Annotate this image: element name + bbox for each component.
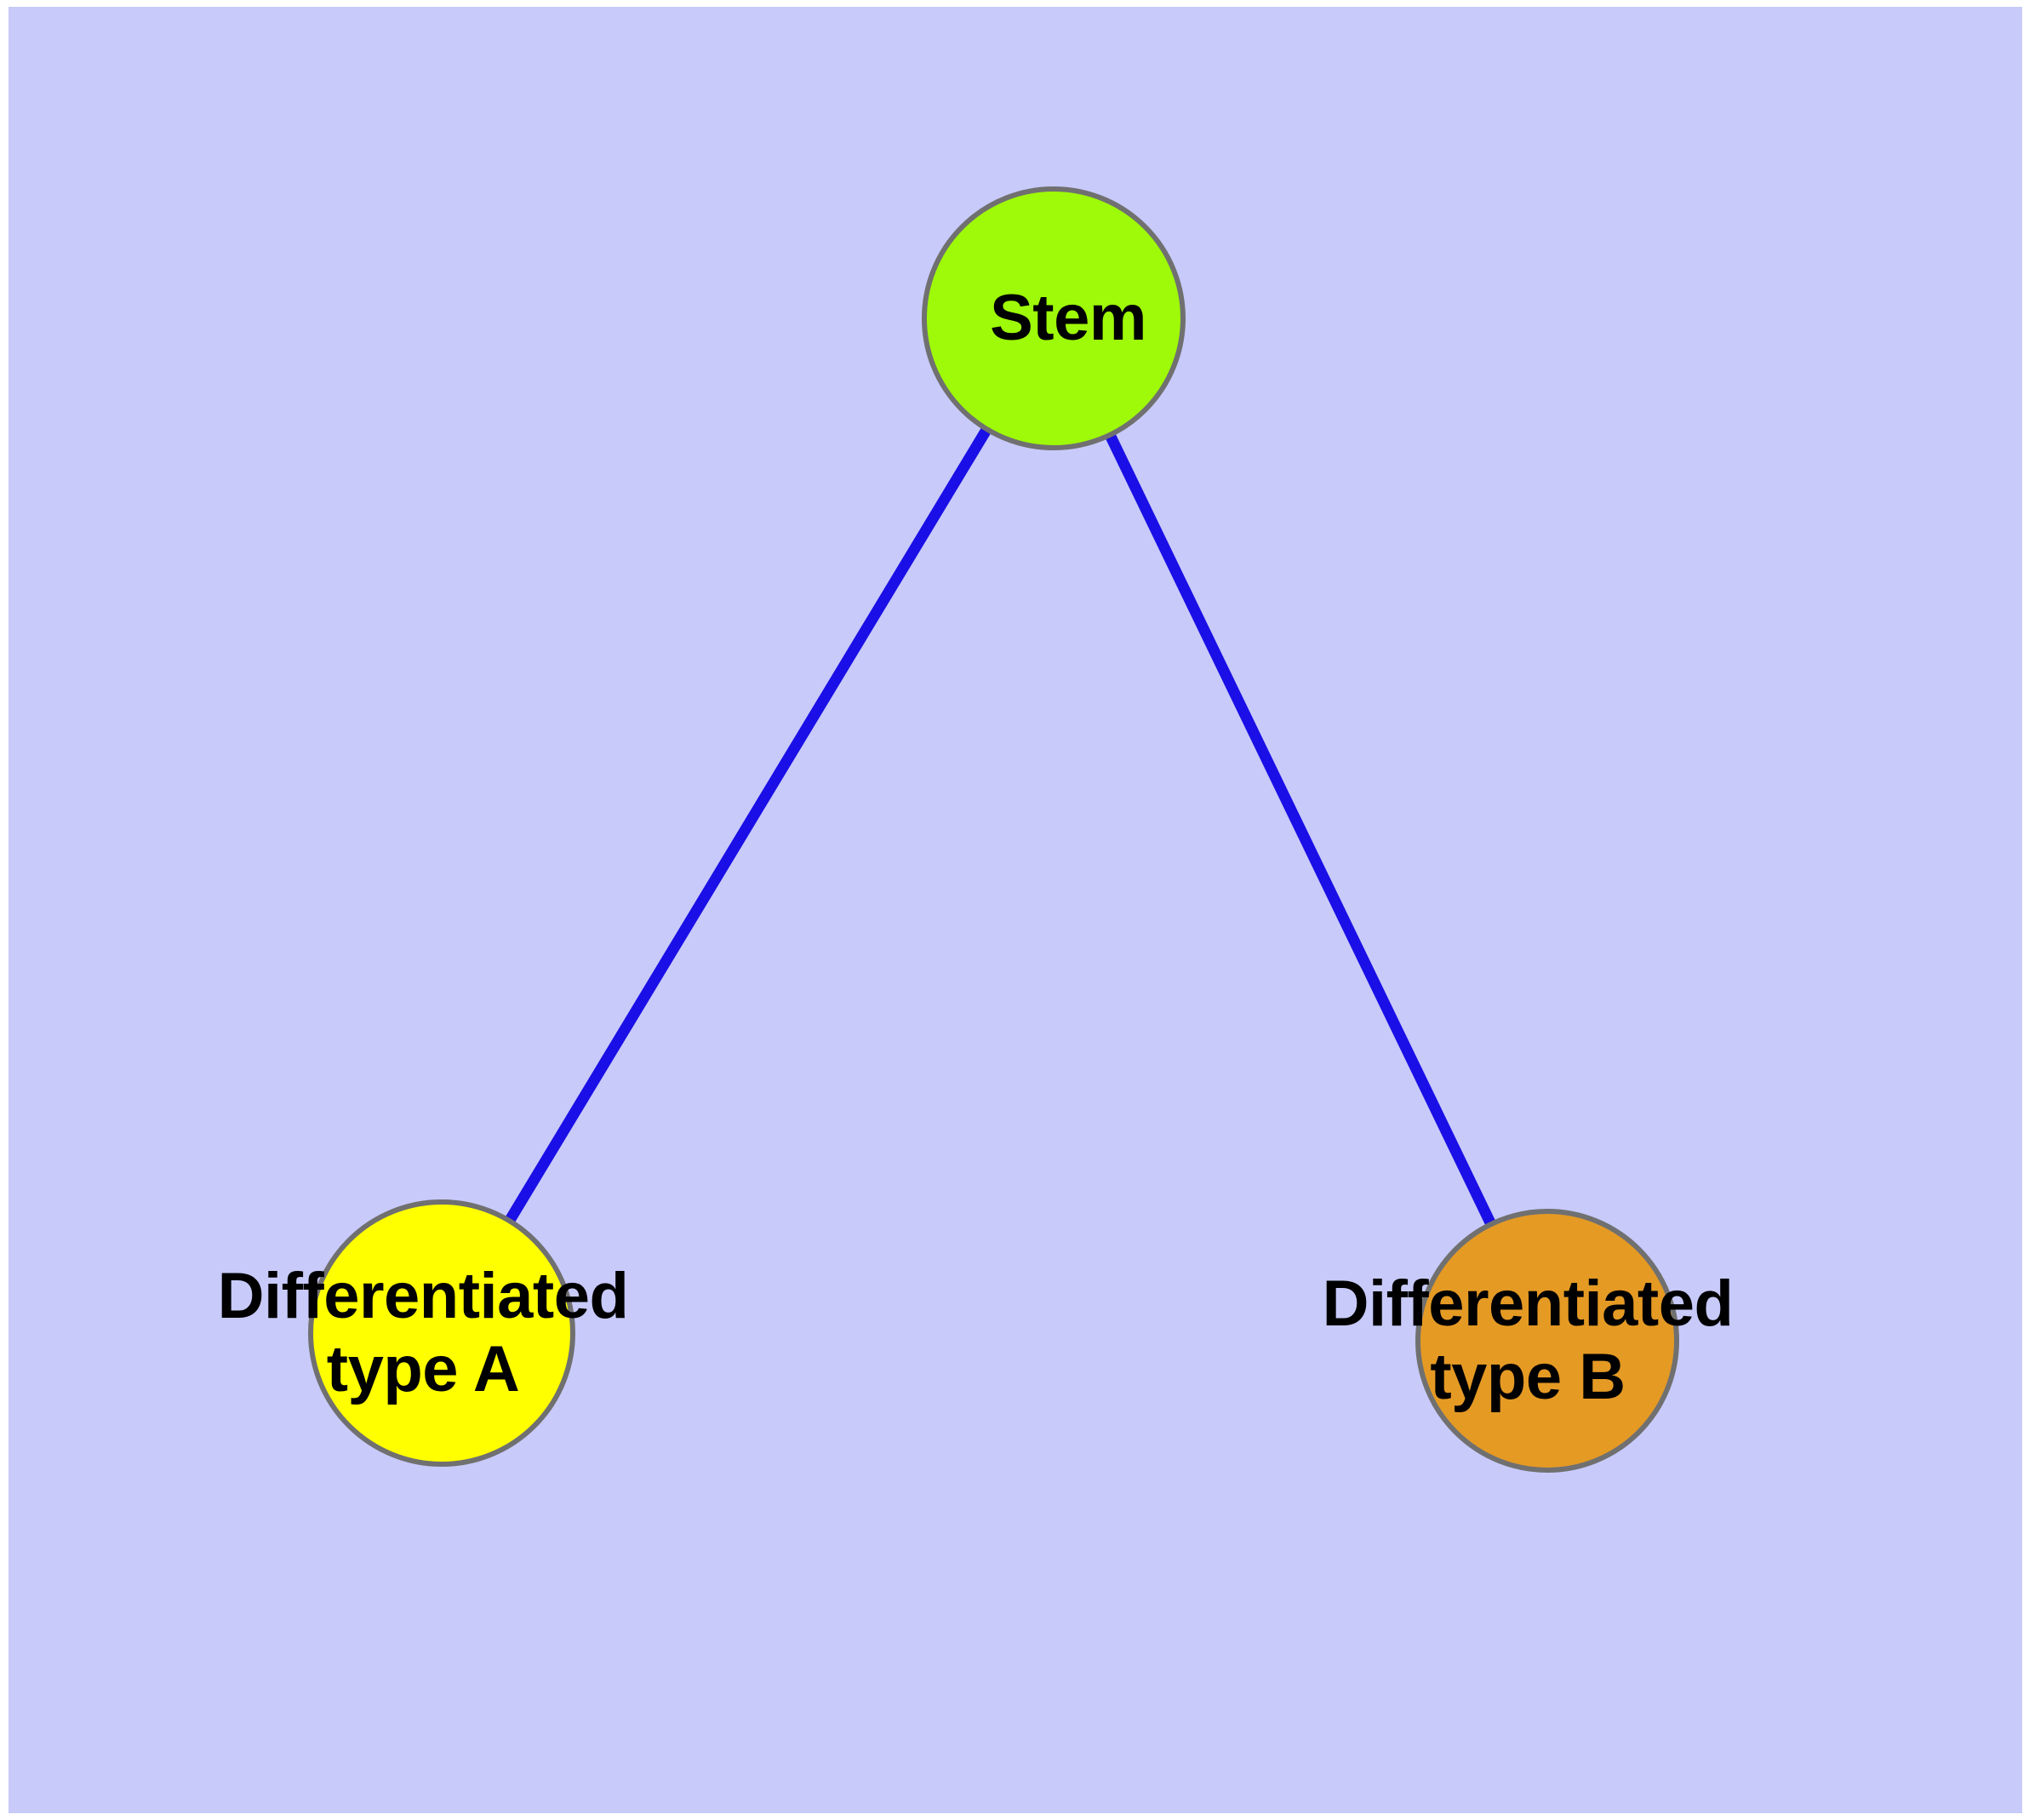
edge-stem-to-differentiated-type-b[interactable] (1049, 316, 1552, 1343)
node-label-differentiated-type-b: Differentiated type B (1323, 1268, 1734, 1414)
edge-layer (437, 315, 1552, 1343)
node-label-a-line1: Differentiated (217, 1260, 629, 1332)
edge-stem-to-differentiated-type-a[interactable] (437, 315, 1059, 1336)
node-stem[interactable] (922, 186, 1186, 450)
node-layer (308, 186, 1679, 1473)
node-label-stem-line1: Stem (990, 282, 1146, 354)
node-label-a-line2: type A (326, 1333, 520, 1405)
node-label-stem: Stem (990, 282, 1146, 355)
node-label-b-line2: type B (1430, 1341, 1626, 1413)
node-label-b-line1: Differentiated (1322, 1268, 1734, 1340)
node-differentiated-type-a[interactable] (308, 1199, 575, 1467)
node-label-differentiated-type-a: Differentiated type A (218, 1260, 629, 1406)
node-differentiated-type-b[interactable] (1415, 1209, 1679, 1473)
